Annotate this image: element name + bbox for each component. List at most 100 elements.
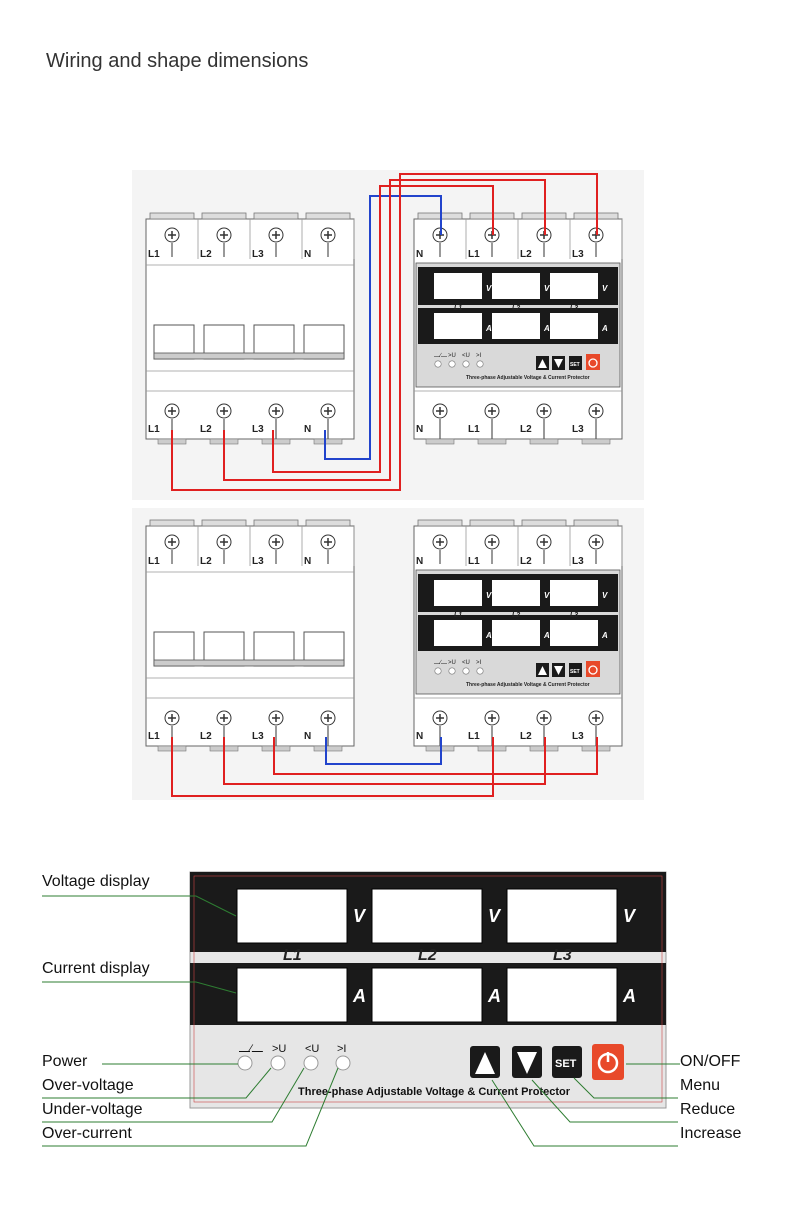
terminal-label: L2 [520,424,532,435]
callout-label-left: Voltage display [42,873,150,890]
callout-label-right: Increase [680,1125,741,1142]
current-display-window [550,313,598,339]
terminal-label: L2 [200,731,212,742]
current-display-window [550,620,598,646]
phase-label: L2 [512,305,520,312]
voltage-display-window [434,273,482,299]
terminal-clip [253,519,299,527]
voltage-unit: V [544,591,550,600]
terminal-clip [201,212,247,220]
voltage-unit: V [353,906,367,926]
terminal-clip [477,438,507,445]
terminal-clip [305,519,351,527]
up-arrow-icon [538,359,547,368]
current-unit: A [622,986,636,1006]
indicator-label: >I [476,353,482,359]
indicator-led [303,1055,319,1071]
l2-wire-1 [223,179,546,481]
callout-leader [42,895,237,917]
terminal-clip [417,519,463,527]
terminal-clip [149,212,195,220]
down-arrow-icon [554,666,563,675]
indicator-led [476,667,484,675]
callout-leader [573,1077,678,1099]
indicator-led [462,667,470,675]
current-unit: A [601,324,608,333]
indicator-label: >U [448,353,456,359]
terminal-clip [313,438,343,445]
current-display-window [492,313,540,339]
product-name: Three-phase Adjustable Voltage & Current… [466,682,590,688]
terminal-label: N [304,556,311,567]
voltage-display-window [506,888,618,944]
current-display-window [506,967,618,1023]
neutral-wire-1 [324,195,442,460]
breaker-handle-bar [153,352,345,360]
terminal-label: L1 [148,424,160,435]
l1-wire-1 [171,173,598,491]
phase-label: L3 [570,305,578,312]
callout-label-left: Over-current [42,1125,132,1142]
terminal-label: L1 [148,556,160,567]
terminal-clip [581,438,611,445]
current-display-window [434,313,482,339]
callout-leader [42,1067,272,1099]
voltage-unit: V [602,591,608,600]
terminal-clip [313,745,343,752]
indicator-led [476,360,484,368]
terminal-label: N [304,424,311,435]
phase-label: L2 [418,947,437,964]
callout-leader [42,1067,339,1147]
callout-leader [491,1079,678,1147]
voltage-unit: V [486,591,492,600]
callout-label-left: Current display [42,960,150,977]
current-display-window [492,620,540,646]
current-display-window [371,967,483,1023]
indicator-label: >U [448,660,456,666]
callout-leader [42,981,237,994]
current-unit: A [543,324,550,333]
voltage-display-window [492,273,540,299]
indicator-led [462,360,470,368]
terminal-label: L1 [468,556,480,567]
terminal-clip [261,745,291,752]
current-unit: A [485,631,492,640]
neutral-wire-2 [325,737,442,765]
terminal-clip [469,519,515,527]
terminal-clip [149,519,195,527]
terminal-label: N [416,424,423,435]
callout-label-right: Reduce [680,1101,735,1118]
terminal-clip [573,519,619,527]
indicator-led [434,667,442,675]
indicator-label: ⎼∕⎼ [239,1043,263,1055]
callout-leader [531,1079,678,1123]
indicator-label: <U [462,353,470,359]
current-display-window [236,967,348,1023]
terminal-label: L2 [200,249,212,260]
terminal-clip [305,212,351,220]
phase-label: L1 [454,612,462,619]
terminal-label: L3 [252,249,264,260]
current-unit: A [601,631,608,640]
panel-inner-border [193,875,663,1103]
terminal-label: L3 [572,556,584,567]
indicator-label: >I [337,1043,346,1055]
indicator-led [335,1055,351,1071]
terminal-label: N [304,249,311,260]
breaker-handle-bar [153,659,345,667]
down-arrow-icon [554,359,563,368]
phase-label: L3 [553,947,572,964]
set-button-label: SET [570,669,580,675]
voltage-display-window [434,580,482,606]
terminal-label: L1 [148,249,160,260]
callout-label-right: Menu [680,1077,720,1094]
voltage-unit: V [544,284,550,293]
power-icon [588,358,598,368]
down-arrow-icon [517,1052,537,1074]
